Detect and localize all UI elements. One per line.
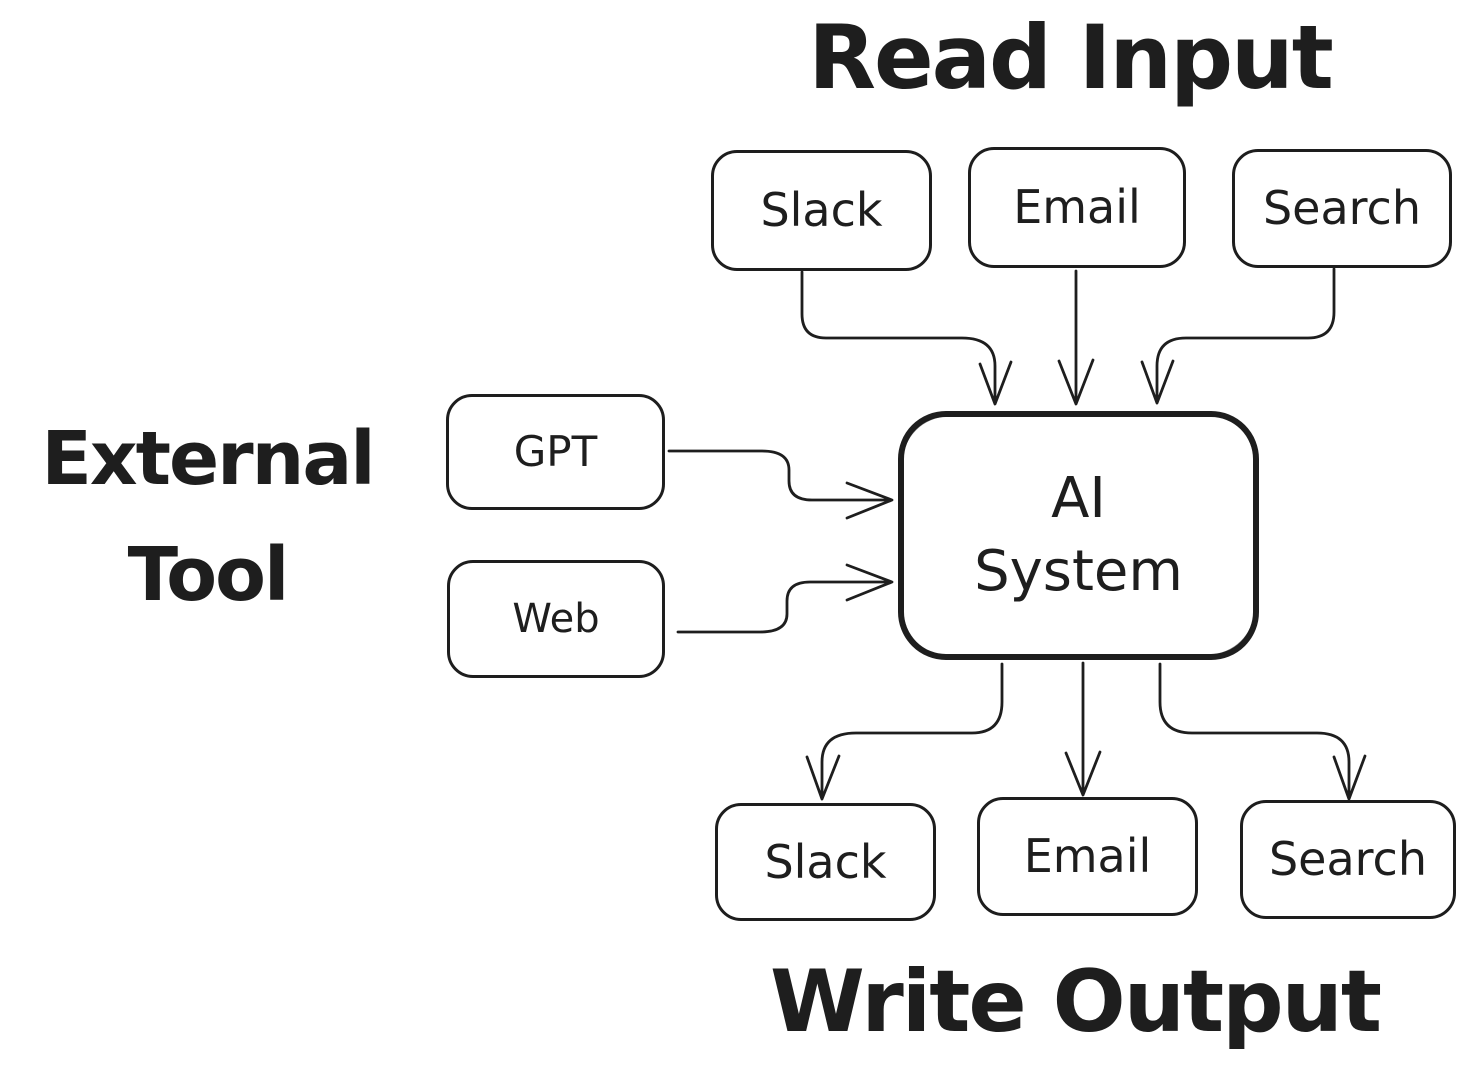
node-tool-web-label: Web [512, 596, 600, 642]
node-tool-gpt-label: GPT [513, 426, 598, 476]
node-output-email: Email [977, 797, 1198, 916]
arrow-ai-to-output-search [1158, 662, 1367, 801]
node-output-slack: Slack [715, 803, 936, 921]
arrow-web-to-ai [676, 563, 894, 634]
node-output-slack-label: Slack [764, 834, 887, 889]
node-input-slack: Slack [711, 150, 932, 271]
node-output-email-label: Email [1023, 829, 1152, 884]
arrow-input-slack-to-ai [800, 270, 1013, 406]
arrow-input-search-to-ai [1140, 267, 1336, 405]
node-input-search: Search [1232, 149, 1452, 268]
title-write-output: Write Output [770, 952, 1382, 1052]
arrow-gpt-to-ai [667, 449, 894, 520]
title-external-tool-line2: Tool [127, 532, 290, 618]
node-input-email: Email [968, 147, 1186, 268]
node-tool-web: Web [447, 560, 665, 678]
node-output-search: Search [1240, 800, 1456, 919]
node-ai-system: AI System [898, 411, 1259, 660]
arrow-ai-to-output-email [1064, 661, 1102, 797]
node-ai-system-label-line2: System [974, 538, 1183, 604]
node-ai-system-label-line1: AI [1051, 465, 1106, 531]
title-read-input: Read Input [808, 6, 1334, 109]
node-output-search-label: Search [1268, 832, 1428, 887]
node-input-email-label: Email [1013, 180, 1141, 235]
arrow-input-email-to-ai [1057, 269, 1095, 406]
node-tool-gpt: GPT [446, 394, 665, 510]
node-input-slack-label: Slack [760, 183, 883, 238]
node-input-search-label: Search [1262, 181, 1422, 236]
title-external-tool-line1: External [41, 416, 375, 502]
arrow-ai-to-output-slack [805, 662, 1004, 801]
